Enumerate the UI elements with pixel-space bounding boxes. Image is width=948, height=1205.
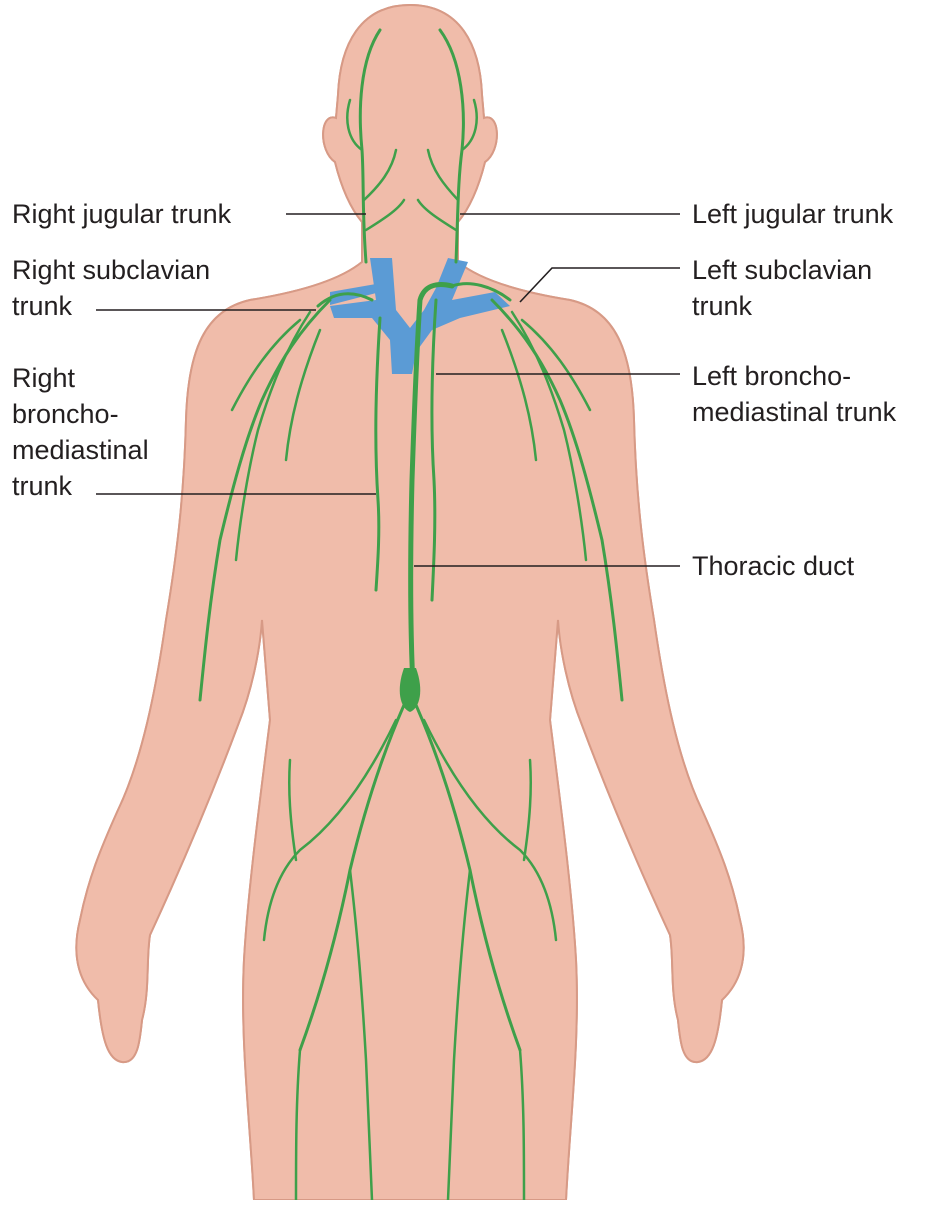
label-right-jugular-trunk: Right jugular trunk	[12, 196, 231, 232]
label-right-bronchomediastinal-trunk: Right broncho- mediastinal trunk	[12, 360, 149, 504]
label-thoracic-duct: Thoracic duct	[692, 548, 854, 584]
label-left-subclavian-trunk: Left subclavian trunk	[692, 252, 872, 324]
label-right-subclavian-trunk: Right subclavian trunk	[12, 252, 210, 324]
label-left-bronchomediastinal-trunk: Left broncho- mediastinal trunk	[692, 358, 896, 430]
label-left-jugular-trunk: Left jugular trunk	[692, 196, 893, 232]
